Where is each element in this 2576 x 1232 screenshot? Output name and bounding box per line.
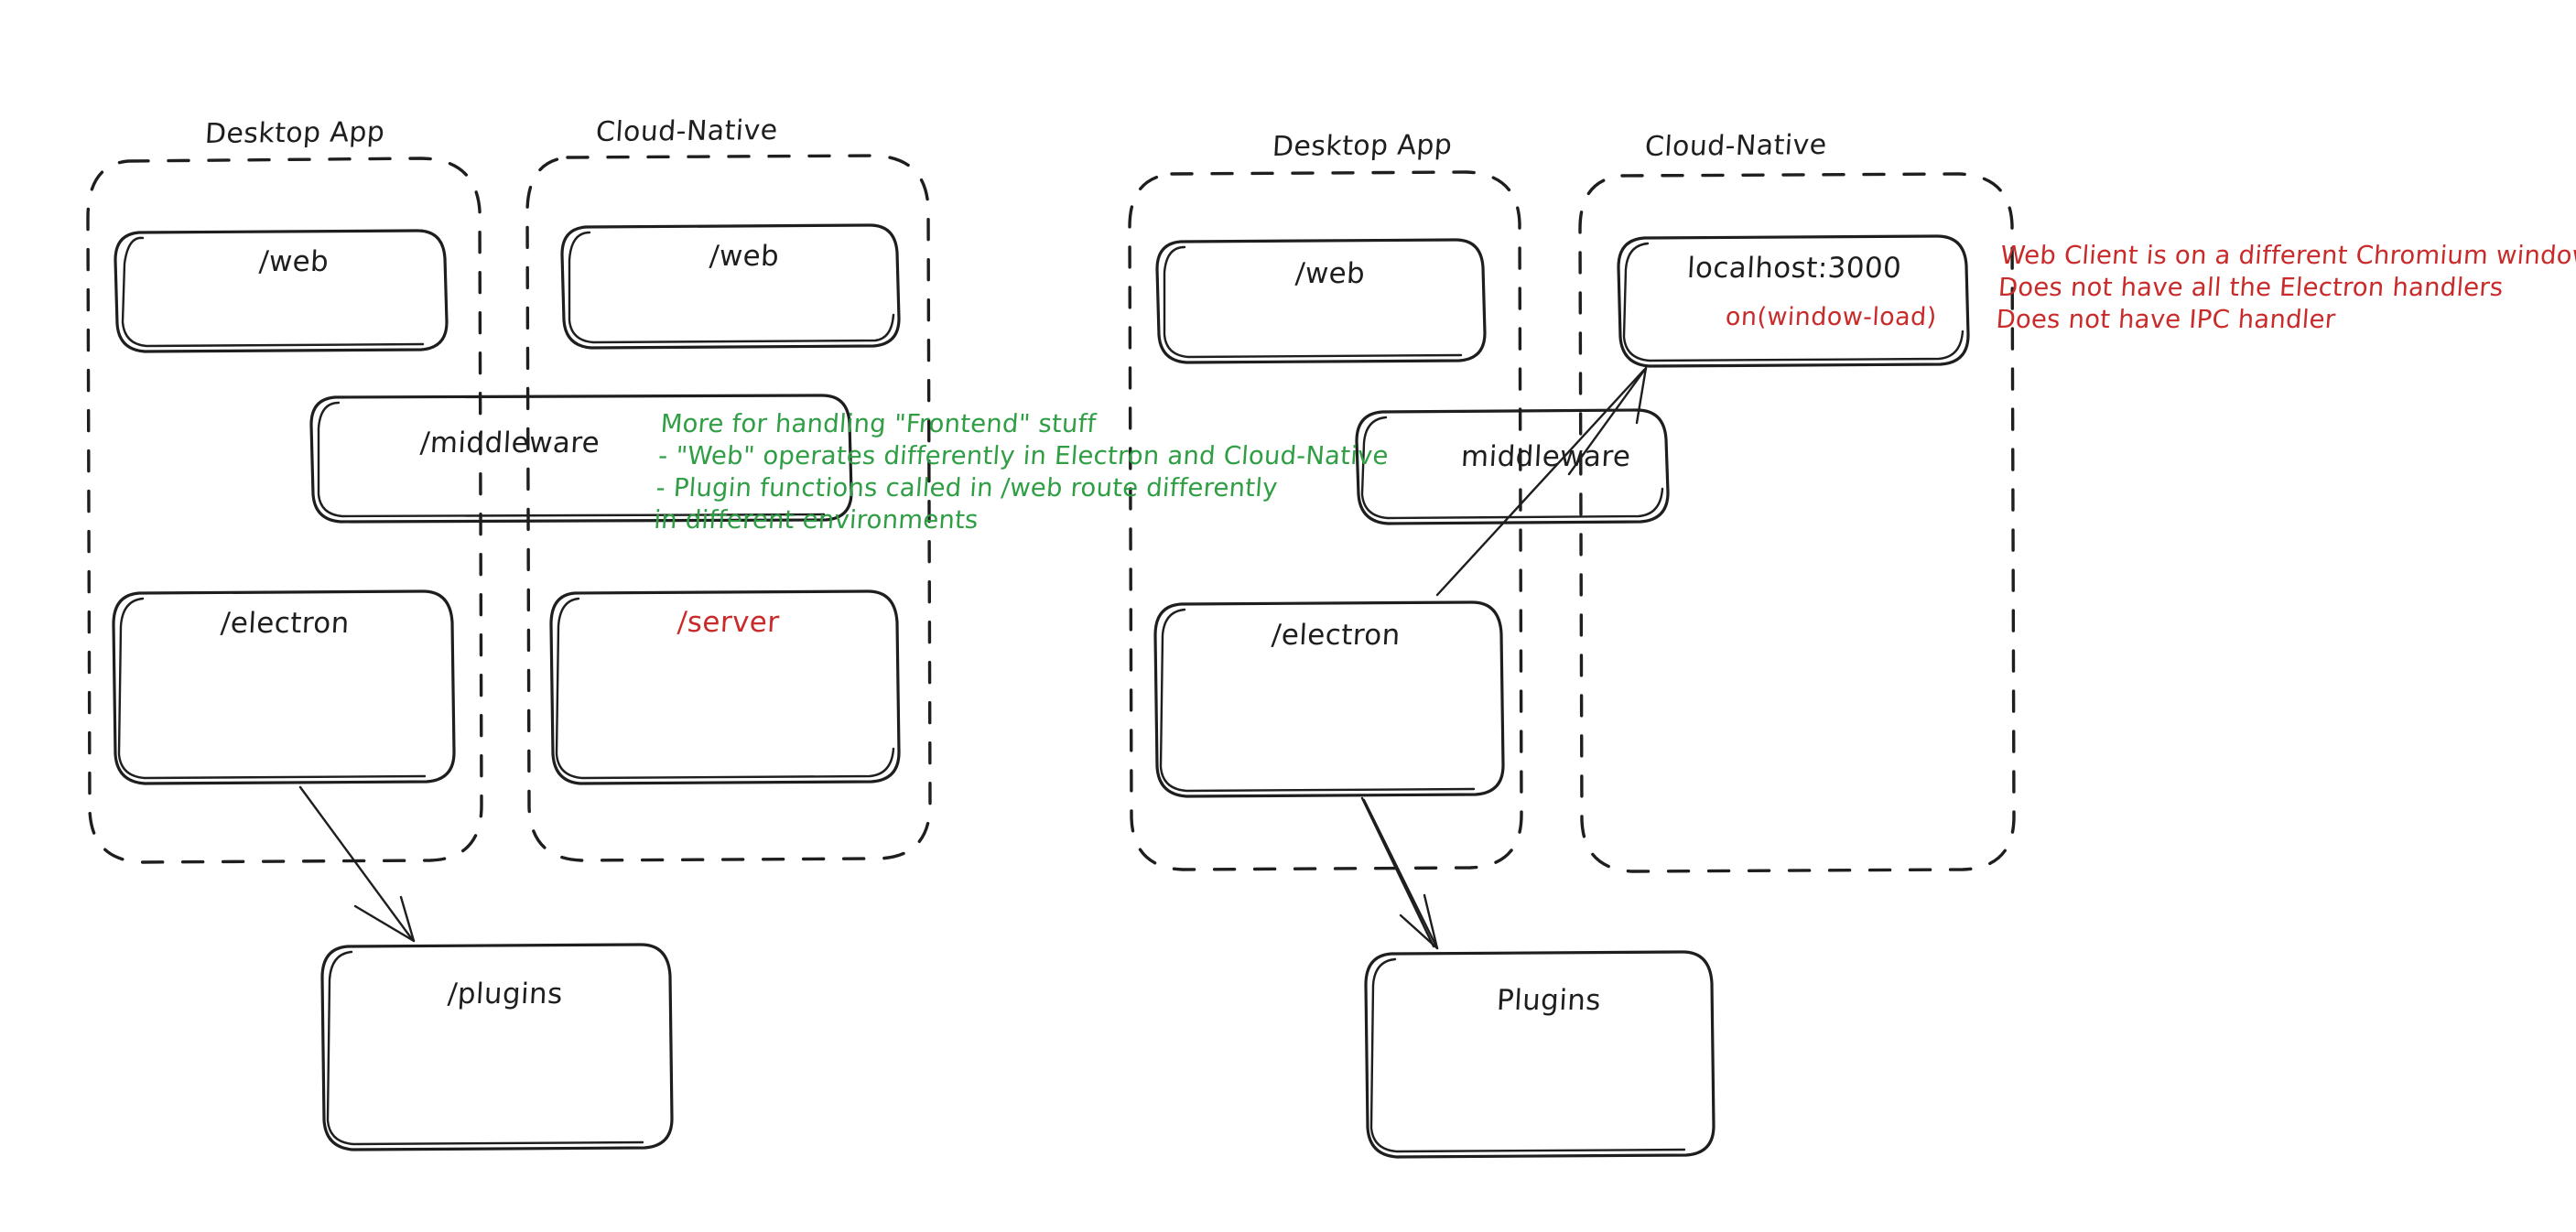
- right-box-plugins[interactable]: [1364, 950, 1716, 1159]
- right-box-label-web-desktop: /web: [1294, 257, 1367, 290]
- green-annotation-note: More for handling "Frontend" stuff - "We…: [653, 409, 1390, 535]
- red-annotation-note: Web Client is on a different Chromium wi…: [1995, 241, 2576, 334]
- right-box-label-middleware: middleware: [1460, 440, 1632, 473]
- right-arrow-electron-to-plugins: [1360, 796, 1439, 950]
- left-arrow-electron-to-plugins: [298, 785, 416, 943]
- left-box-plugins[interactable]: [320, 943, 674, 1151]
- right-group-title-desktop-app: Desktop App: [1271, 128, 1454, 164]
- left-box-label-electron: /electron: [220, 607, 351, 640]
- right-box-localhost-3000[interactable]: [1617, 234, 1970, 368]
- left-box-electron[interactable]: [112, 589, 456, 785]
- right-box-sublabel-on-window-load: on(window-load): [1725, 303, 1938, 331]
- left-box-middleware[interactable]: [309, 394, 853, 524]
- left-box-label-web-cloud: /web: [709, 240, 781, 273]
- left-box-label-server: /server: [676, 606, 781, 639]
- left-box-web-cloud[interactable]: [560, 223, 901, 350]
- right-box-label-electron: /electron: [1271, 619, 1402, 652]
- left-box-label-middleware: /middleware: [419, 427, 601, 459]
- right-box-web-desktop[interactable]: [1155, 238, 1487, 364]
- left-group-title-desktop-app: Desktop App: [203, 115, 386, 151]
- left-group-title-cloud-native: Cloud-Native: [594, 113, 779, 149]
- right-box-label-localhost-3000: localhost:3000: [1686, 252, 1903, 285]
- right-box-electron[interactable]: [1153, 600, 1505, 798]
- left-box-label-web-desktop: /web: [258, 245, 330, 278]
- left-box-server[interactable]: [549, 589, 901, 785]
- right-group-title-cloud-native: Cloud-Native: [1643, 128, 1828, 164]
- right-box-label-plugins: Plugins: [1496, 984, 1602, 1017]
- left-box-label-plugins: /plugins: [447, 978, 564, 1010]
- left-box-web-desktop[interactable]: [114, 229, 449, 353]
